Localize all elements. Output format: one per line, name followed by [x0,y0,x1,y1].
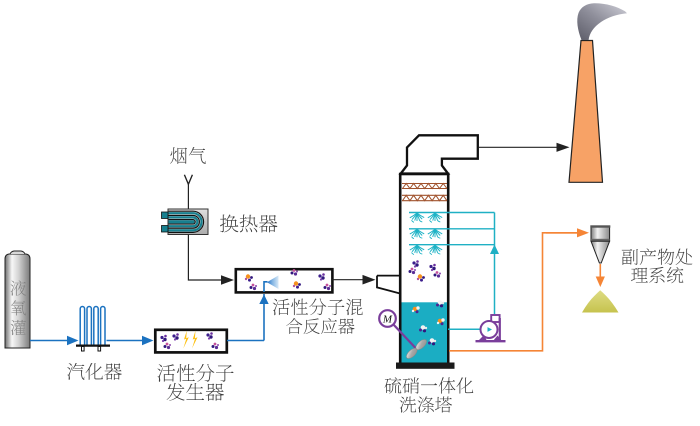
svg-text:M: M [382,314,393,326]
